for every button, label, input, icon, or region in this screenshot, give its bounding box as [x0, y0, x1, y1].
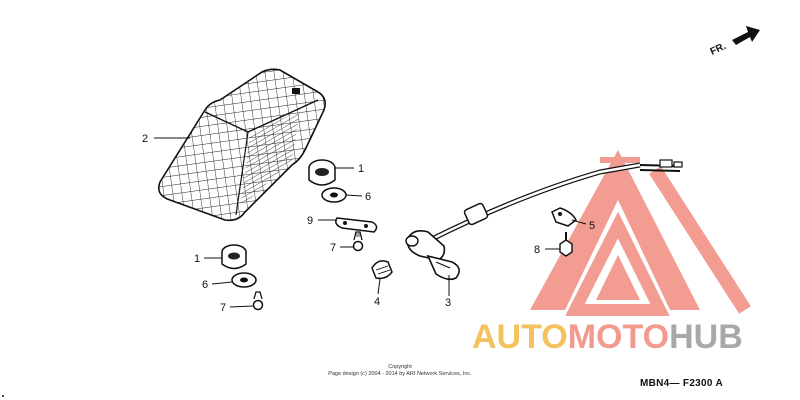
- front-direction-label: FR.: [709, 41, 728, 58]
- callout-grommet-upper: 1: [358, 163, 364, 175]
- washer-lower: [231, 272, 257, 288]
- diagram-code: MBN4— F2300 A: [640, 378, 723, 389]
- callout-washer-upper: 6: [365, 191, 371, 203]
- callout-socket: 3: [445, 297, 451, 309]
- callout-washer-lower: 6: [202, 279, 208, 291]
- bulb-part: [371, 260, 393, 280]
- watermark-part-moto: MOTO: [567, 318, 670, 356]
- clamp-part: [551, 207, 577, 227]
- callout-screw-upper: 7: [330, 242, 336, 254]
- callout-screw-lower: 7: [220, 302, 226, 314]
- bolt-part: [559, 232, 573, 257]
- callout-lens: 2: [142, 133, 148, 145]
- copyright-title: Copyright: [388, 364, 412, 370]
- callout-grommet-lower: 1: [194, 253, 200, 265]
- watermark-text: AUTOMOTOHUB: [472, 318, 743, 357]
- washer-upper: [321, 187, 347, 203]
- callout-clamp: 5: [589, 220, 595, 232]
- callout-bolt: 8: [534, 244, 540, 256]
- screw-upper: [352, 231, 364, 252]
- watermark-part-hub: HUB: [669, 318, 743, 356]
- front-arrow-icon: [732, 26, 760, 45]
- leader-lines: [154, 137, 587, 308]
- plate-part: [335, 217, 378, 233]
- socket-cord-part: [405, 159, 683, 281]
- watermark-logo: [530, 150, 751, 316]
- grommet-upper: [308, 159, 336, 186]
- copyright-line: Page design (c) 2004 - 2014 by ARI Netwo…: [328, 371, 472, 377]
- lens-part: [157, 68, 326, 222]
- callout-bulb: 4: [374, 296, 380, 308]
- screw-lower: [252, 291, 264, 311]
- grommet-lower: [221, 244, 247, 270]
- callout-plate: 9: [307, 215, 313, 227]
- watermark-part-auto: AUTO: [472, 318, 568, 356]
- copyright-notice: Copyright Page design (c) 2004 - 2014 by…: [300, 364, 500, 378]
